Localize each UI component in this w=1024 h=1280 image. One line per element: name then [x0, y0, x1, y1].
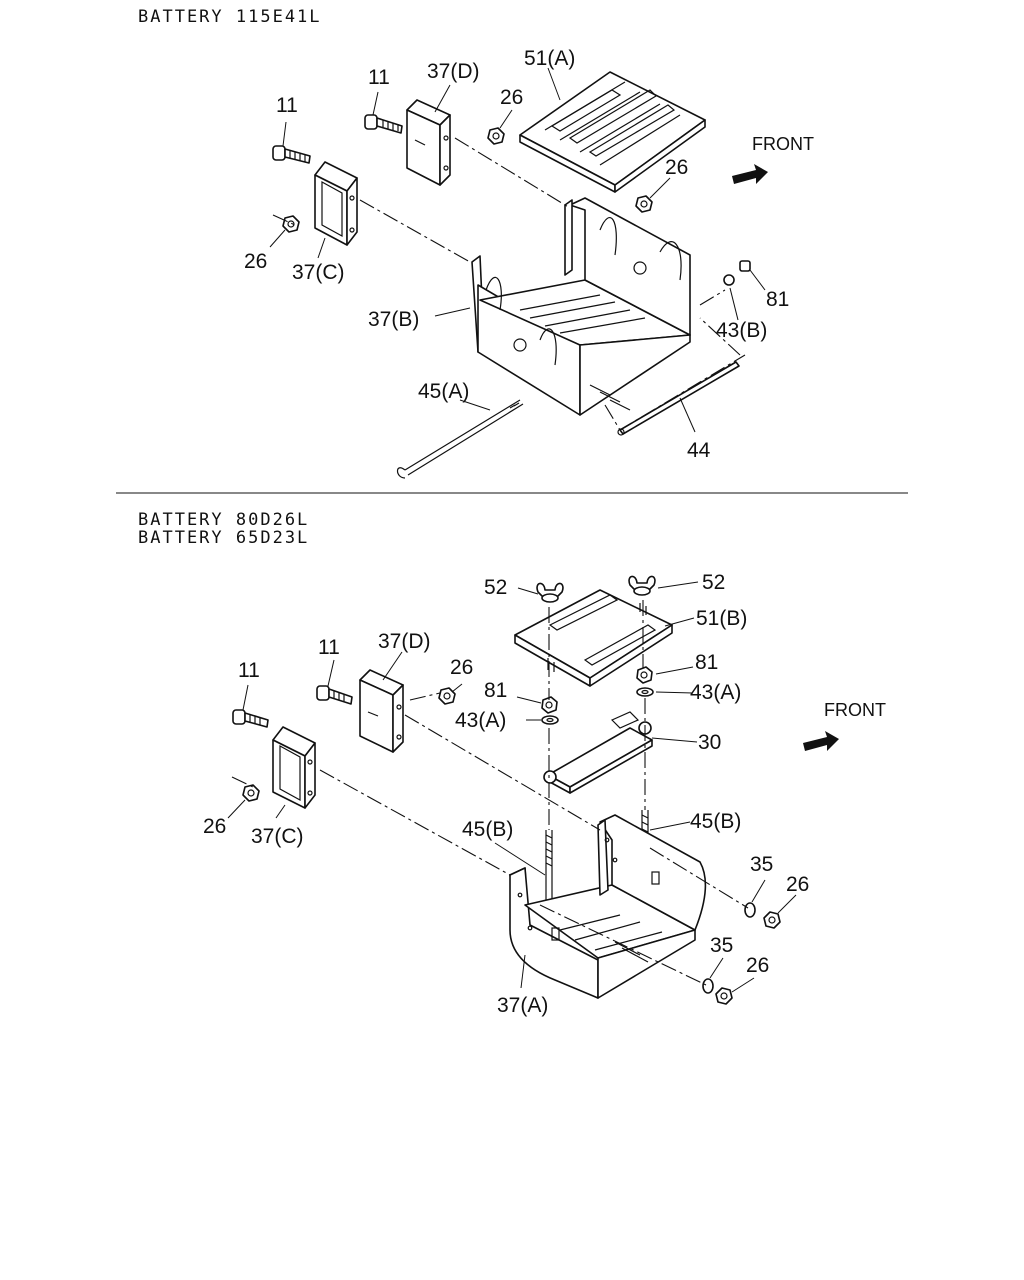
callout-43b: 43(B) [716, 319, 767, 342]
nut-81-right [636, 666, 653, 684]
callout-37c: 37(C) [251, 825, 304, 848]
bracket-37c [314, 161, 358, 246]
callout-26: 26 [450, 656, 473, 679]
callout-37b: 37(B) [368, 308, 419, 331]
callout-11: 11 [368, 66, 390, 89]
section-battery-80d26l-65d23l: BATTERY 80D26L BATTERY 65D23L FRONT [138, 510, 886, 1017]
callout-37d: 37(D) [427, 60, 480, 83]
hook-rod-45a [396, 399, 524, 479]
callout-leaders [269, 67, 766, 433]
front-label: FRONT [752, 134, 814, 154]
hold-down-frame-51a [519, 71, 706, 193]
bracket-37c [272, 726, 316, 809]
front-arrow-icon: FRONT [803, 700, 886, 751]
callout-26: 26 [500, 86, 523, 109]
assembly-centerlines [272, 137, 746, 431]
washer-43a-left [541, 715, 559, 725]
callout-45b: 45(B) [462, 818, 513, 841]
callout-81: 81 [695, 651, 718, 674]
callout-37c: 37(C) [292, 261, 345, 284]
callout-81: 81 [766, 288, 789, 311]
callout-26: 26 [665, 156, 688, 179]
callout-labels: 52 52 51(B) 11 37(D) 26 11 81 81 43(A) 4… [203, 571, 809, 1017]
bracket-37d [359, 669, 404, 753]
callout-44: 44 [687, 439, 711, 462]
callout-26: 26 [746, 954, 769, 977]
nut-26-left [282, 215, 300, 233]
callout-37d: 37(D) [378, 630, 431, 653]
wing-nut-52-left [536, 582, 564, 603]
callout-26: 26 [203, 815, 226, 838]
front-arrow-icon: FRONT [732, 134, 814, 184]
nut-26-upper [438, 687, 456, 705]
nut-81-left [541, 696, 558, 714]
battery-tray-37a [509, 814, 707, 999]
callout-37a: 37(A) [497, 994, 548, 1017]
nut-26-right [635, 195, 653, 213]
battery-tray-37b [471, 197, 751, 416]
callout-45b: 45(B) [690, 810, 741, 833]
bolt-11-left [232, 709, 269, 728]
nut-26-upper-right [763, 911, 781, 929]
wing-nut-52-right [628, 575, 656, 596]
nut-26-left [242, 784, 260, 802]
callout-43a: 43(A) [455, 709, 506, 732]
callout-30: 30 [698, 731, 721, 754]
callout-leaders [227, 581, 797, 993]
callout-35: 35 [750, 853, 773, 876]
callout-26: 26 [786, 873, 809, 896]
callout-43a: 43(A) [690, 681, 741, 704]
washer-43a-right [636, 687, 654, 697]
callout-51a: 51(A) [524, 47, 575, 70]
bolt-11-upper [364, 114, 403, 134]
bracket-37d [406, 99, 451, 186]
front-label: FRONT [824, 700, 886, 720]
callout-81: 81 [484, 679, 507, 702]
washer-35-lower [702, 978, 714, 994]
bolt-11-upper [316, 685, 353, 705]
nut-26-upper [487, 127, 505, 145]
callout-52: 52 [702, 571, 725, 594]
section-heading: BATTERY 80D26L [138, 510, 309, 530]
callout-labels: 11 11 37(D) 51(A) 26 26 26 37(C) 37(B) 8… [244, 47, 789, 462]
callout-35: 35 [710, 934, 733, 957]
callout-51b: 51(B) [696, 607, 747, 630]
assembly-centerlines [231, 600, 749, 986]
callout-26: 26 [244, 250, 267, 273]
callout-11: 11 [276, 94, 298, 117]
bolt-11-left [272, 145, 311, 164]
hold-down-plate-51b [514, 589, 673, 687]
callout-11: 11 [238, 659, 260, 682]
section-heading: BATTERY 65D23L [138, 528, 309, 548]
callout-11: 11 [318, 636, 340, 659]
callout-45a: 45(A) [418, 380, 469, 403]
callout-52: 52 [484, 576, 507, 599]
nut-26-lower-right [715, 987, 733, 1005]
clamp-bar-30 [543, 711, 653, 794]
washer-35-upper [744, 902, 756, 918]
section-heading: BATTERY 115E41L [138, 7, 322, 27]
section-battery-115e41l: BATTERY 115E41L FRONT [138, 7, 814, 479]
